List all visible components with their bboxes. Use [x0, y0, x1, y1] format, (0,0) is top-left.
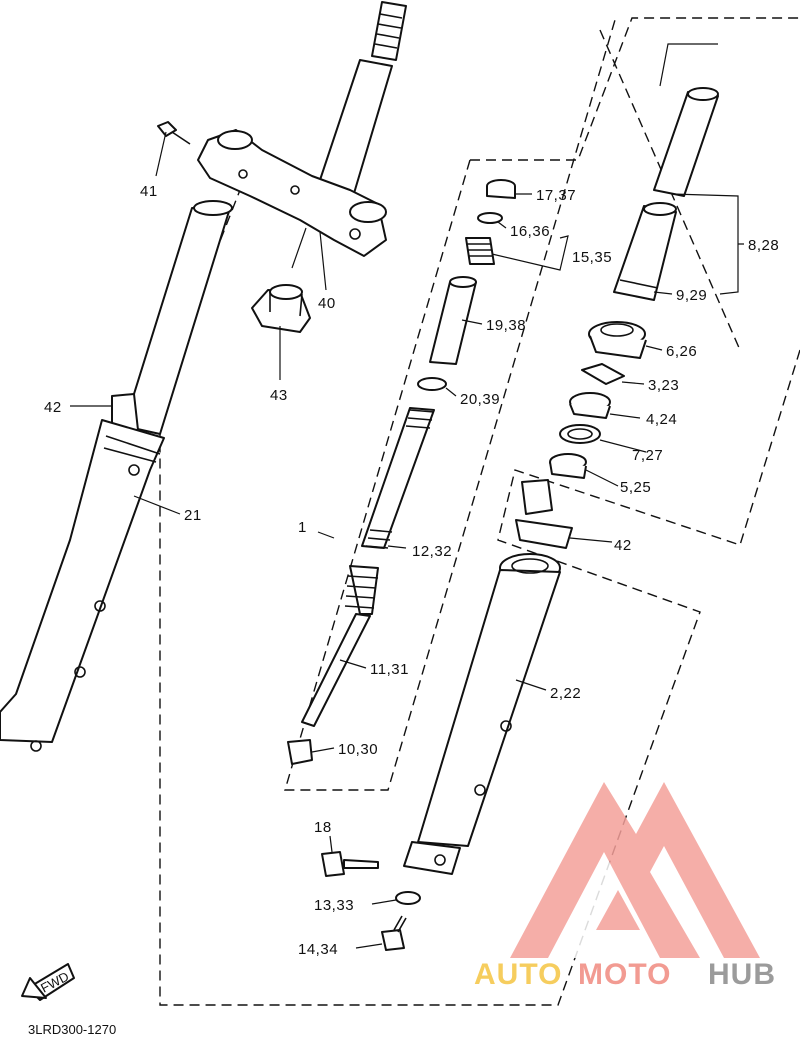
diagram-code: 3LRD300-1270: [28, 1022, 116, 1037]
bolt-41: [157, 121, 191, 145]
callout-21: 21: [184, 507, 202, 524]
lower-bracket: [197, 129, 387, 257]
callout-42-right: 42: [614, 537, 632, 554]
callout-13-33: 13,33: [314, 897, 354, 914]
oring-16: [477, 212, 503, 224]
bolt-18: [321, 851, 379, 877]
watermark-hub: HUB: [708, 958, 776, 991]
oil-seal-4: [569, 392, 611, 419]
callout-9-29: 9,29: [676, 287, 707, 304]
callout-1: 1: [298, 519, 307, 536]
fork-assembly-boundary: [159, 17, 800, 1006]
spring-12: [361, 407, 435, 549]
callout-5-25: 5,25: [620, 479, 651, 496]
inner-tube-group-boundary: [284, 19, 616, 791]
drain-bolt-14: [381, 915, 407, 951]
callout-14-34: 14,34: [298, 941, 338, 958]
callout-20-39: 20,39: [460, 391, 500, 408]
collar-43: [251, 284, 311, 333]
callout-43: 43: [270, 387, 288, 404]
callout-10-30: 10,30: [338, 741, 378, 758]
cover-42-right: [515, 479, 573, 549]
callout-3-23: 3,23: [648, 377, 679, 394]
callout-15-35: 15,35: [572, 249, 612, 266]
callout-17-37: 17,37: [536, 187, 576, 204]
gasket-13: [395, 891, 421, 905]
callout-6-26: 6,26: [666, 343, 697, 360]
callout-19-38: 19,38: [486, 317, 526, 334]
fwd-arrow-icon: FWD: [21, 963, 75, 1001]
callout-8-28: 8,28: [748, 237, 779, 254]
watermark-auto: AUTO: [474, 958, 562, 991]
left-fork-assembly: [0, 200, 233, 752]
callout-7-27: 7,27: [632, 447, 663, 464]
callout-41: 41: [140, 183, 158, 200]
callout-18: 18: [314, 819, 332, 836]
callout-42-left: 42: [44, 399, 62, 416]
inner-tube-8: [653, 87, 719, 197]
leader-lines: [70, 43, 744, 949]
washer-7: [559, 424, 601, 444]
callout-11-31: 11,31: [370, 661, 409, 678]
bushing-9: [613, 202, 677, 301]
dust-seal-6: [588, 321, 647, 359]
inner-subgroup-boundary: [599, 29, 741, 351]
slide-metal-5: [549, 453, 587, 479]
seat-10: [287, 739, 313, 765]
watermark-triangle-inner: [548, 852, 660, 958]
clip-3: [581, 363, 625, 385]
callout-4-24: 4,24: [646, 411, 677, 428]
damper-rod-11: [301, 565, 379, 727]
outer-tube-2: [403, 553, 561, 875]
callout-40: 40: [318, 295, 336, 312]
cap-17: [486, 179, 516, 199]
callout-16-36: 16,36: [510, 223, 550, 240]
automotohub-watermark: AUTO MOTO HUB: [474, 782, 776, 991]
watermark-moto: MOTO: [578, 958, 671, 991]
washer-20: [417, 377, 447, 391]
callout-12-32: 12,32: [412, 543, 452, 560]
bolt-15: [465, 237, 495, 265]
steering-stem: [315, 1, 407, 201]
spacer-19: [429, 276, 477, 365]
callout-2-22: 2,22: [550, 685, 581, 702]
